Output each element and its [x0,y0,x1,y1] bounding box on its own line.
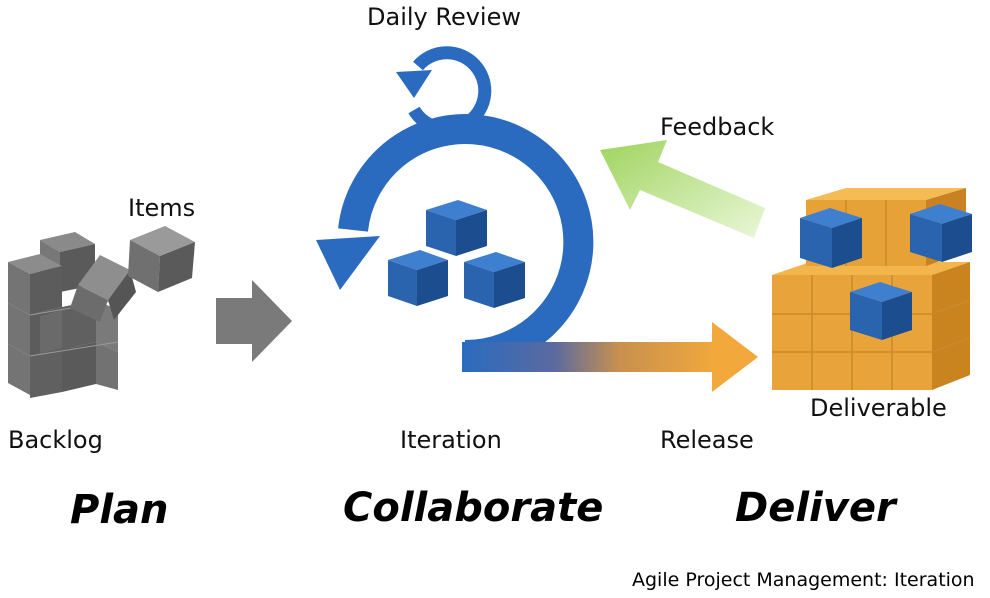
phase-deliver: Deliver [735,485,896,531]
daily-review-label: Daily Review [367,3,521,31]
feedback-label: Feedback [660,113,775,141]
items-cube-icon [128,226,195,292]
backlog-cubes-icon [8,232,136,398]
plan-arrow-icon [216,280,292,362]
diagram-caption: Agile Project Management: Iteration [632,569,975,591]
backlog-label: Backlog [8,426,103,454]
deliverable-cubes-icon [772,188,972,390]
deliverable-label: Deliverable [810,394,947,422]
release-label: Release [660,426,754,454]
iteration-cycle-icon [316,114,594,371]
release-arrow-icon [462,322,758,392]
phase-collaborate: Collaborate [343,485,604,531]
items-label: Items [128,194,196,222]
phase-plan: Plan [70,487,169,533]
task-cubes-icon [388,200,525,308]
feedback-arrow-icon [600,140,765,238]
iteration-label: Iteration [400,426,502,454]
